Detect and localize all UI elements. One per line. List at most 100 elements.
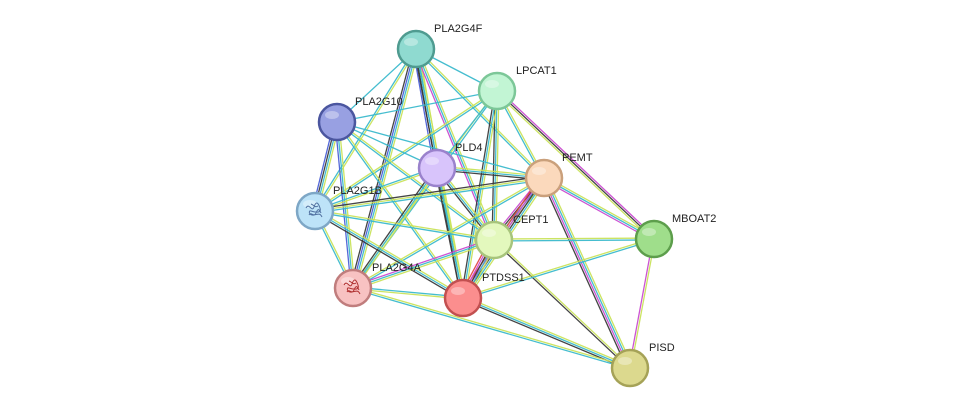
edge-strand-yellow xyxy=(315,209,495,240)
node-highlight xyxy=(482,229,496,237)
edge-PEMT-PISD[interactable] xyxy=(540,176,634,370)
edge-PLA2G4A-PISD[interactable] xyxy=(352,286,631,370)
edge-strand-magenta xyxy=(497,89,656,239)
node-label: PLD4 xyxy=(455,142,483,154)
node-circle[interactable] xyxy=(524,158,564,198)
node-circle[interactable] xyxy=(443,278,483,318)
edge-PLA2G10-PTDSS1[interactable] xyxy=(335,121,465,299)
edge-strand-cyan xyxy=(543,177,655,240)
node-circle[interactable] xyxy=(634,219,674,259)
edge-PLD4-PLA2G1B[interactable] xyxy=(314,166,438,213)
edge-strand-magenta xyxy=(542,178,630,369)
node-pemt[interactable]: PEMT xyxy=(524,152,593,198)
edge-strand-cyan xyxy=(335,122,463,299)
edge-strand-magenta xyxy=(352,237,494,287)
node-label: LPCAT1 xyxy=(516,65,557,77)
edge-strand-cyan xyxy=(494,239,655,242)
edge-LPCAT1-PLA2G10[interactable] xyxy=(336,90,498,123)
edge-LPCAT1-PTDSS1[interactable] xyxy=(460,90,500,299)
edge-strand-dark xyxy=(313,212,463,301)
edge-strand-yellow xyxy=(315,208,465,297)
edge-strand-blue xyxy=(351,48,416,288)
edge-PLA2G4F-PLA2G4A[interactable] xyxy=(349,48,420,289)
node-highlight xyxy=(425,157,439,165)
node-label: PLA2G10 xyxy=(355,96,403,108)
edge-strand-cyan xyxy=(352,167,438,289)
edge-strand-cyan xyxy=(315,179,545,214)
node-label: PLA2G4A xyxy=(372,262,422,274)
protein-structure-icon xyxy=(305,202,323,218)
edge-PTDSS1-MBOAT2[interactable] xyxy=(462,237,655,300)
edge-strand-cyan xyxy=(314,211,494,242)
edge-strand-yellow xyxy=(546,176,634,368)
node-label: PEMT xyxy=(562,152,593,164)
edge-strand-yellow xyxy=(493,237,654,240)
edge-CEPT1-PLA2G4A[interactable] xyxy=(352,237,495,291)
node-pisd[interactable]: PISD xyxy=(610,342,675,388)
node-cept1[interactable]: CEPT1 xyxy=(474,214,548,260)
node-label: PISD xyxy=(649,342,675,354)
node-circle[interactable] xyxy=(610,348,650,388)
node-pld4[interactable]: PLD4 xyxy=(417,142,483,188)
edge-CEPT1-PISD[interactable] xyxy=(492,238,632,370)
edge-MBOAT2-PISD[interactable] xyxy=(628,238,656,369)
edge-strand-cyan xyxy=(463,239,655,300)
node-highlight xyxy=(642,228,656,236)
edge-CEPT1-MBOAT2[interactable] xyxy=(493,237,655,242)
edge-strand-dark xyxy=(350,166,436,288)
edge-strand-yellow xyxy=(495,91,654,241)
node-highlight xyxy=(325,111,339,119)
edge-strand-cyan xyxy=(314,166,437,211)
node-label: PTDSS1 xyxy=(482,272,525,284)
node-mboat2[interactable]: MBOAT2 xyxy=(634,213,716,259)
edge-strand-yellow xyxy=(464,91,500,299)
edge-strand-yellow xyxy=(462,237,654,298)
node-pla2g4f[interactable]: PLA2G4F xyxy=(396,23,483,69)
edge-strand-cyan xyxy=(353,49,418,289)
edge-strand-cyan xyxy=(462,90,498,299)
edge-PLA2G1B-CEPT1[interactable] xyxy=(314,209,495,242)
node-circle[interactable] xyxy=(477,71,517,111)
node-circle[interactable] xyxy=(333,268,373,308)
node-ptdss1[interactable]: PTDSS1 xyxy=(443,272,525,318)
edge-LPCAT1-MBOAT2[interactable] xyxy=(495,89,656,241)
node-highlight xyxy=(618,357,632,365)
edges-layer xyxy=(311,47,656,371)
node-pla2g4a[interactable]: PLA2G4A xyxy=(333,262,422,308)
edge-PEMT-PLA2G1B[interactable] xyxy=(314,175,545,214)
node-circle[interactable] xyxy=(295,191,335,231)
node-label: CEPT1 xyxy=(513,214,548,226)
edge-PEMT-MBOAT2[interactable] xyxy=(542,175,656,242)
node-lpcat1[interactable]: LPCAT1 xyxy=(477,65,557,111)
edge-strand-yellow xyxy=(494,238,632,368)
edge-strand-cyan xyxy=(544,177,632,368)
edge-PLD4-PLA2G4A[interactable] xyxy=(350,166,440,290)
edge-strand-blue xyxy=(412,49,435,169)
edge-strand-dark xyxy=(460,90,496,298)
node-pla2g10[interactable]: PLA2G10 xyxy=(317,96,403,142)
edge-strand-cyan xyxy=(336,90,498,123)
node-pla2g1b[interactable]: PLA2G1B xyxy=(295,185,382,231)
edge-strand-yellow xyxy=(353,286,631,368)
edge-strand-dark xyxy=(314,175,544,210)
edge-strand-cyan xyxy=(352,239,495,289)
edge-strand-dark xyxy=(492,240,630,370)
protein-structure-icon xyxy=(343,279,361,295)
node-highlight xyxy=(485,80,499,88)
edge-PLA2G1B-PTDSS1[interactable] xyxy=(313,208,465,301)
node-circle[interactable] xyxy=(396,29,436,69)
edge-strand-yellow xyxy=(315,168,438,213)
edge-strand-magenta xyxy=(628,238,654,368)
node-circle[interactable] xyxy=(474,220,514,260)
node-circle[interactable] xyxy=(317,102,357,142)
edge-strand-cyan xyxy=(314,210,464,299)
edge-strand-yellow xyxy=(314,89,497,211)
node-label: MBOAT2 xyxy=(672,213,716,225)
node-circle[interactable] xyxy=(417,148,457,188)
edge-strand-yellow xyxy=(337,121,465,298)
edge-strand-dark xyxy=(496,90,655,240)
node-label: PLA2G4F xyxy=(434,23,483,35)
edge-strand-yellow xyxy=(544,175,656,238)
